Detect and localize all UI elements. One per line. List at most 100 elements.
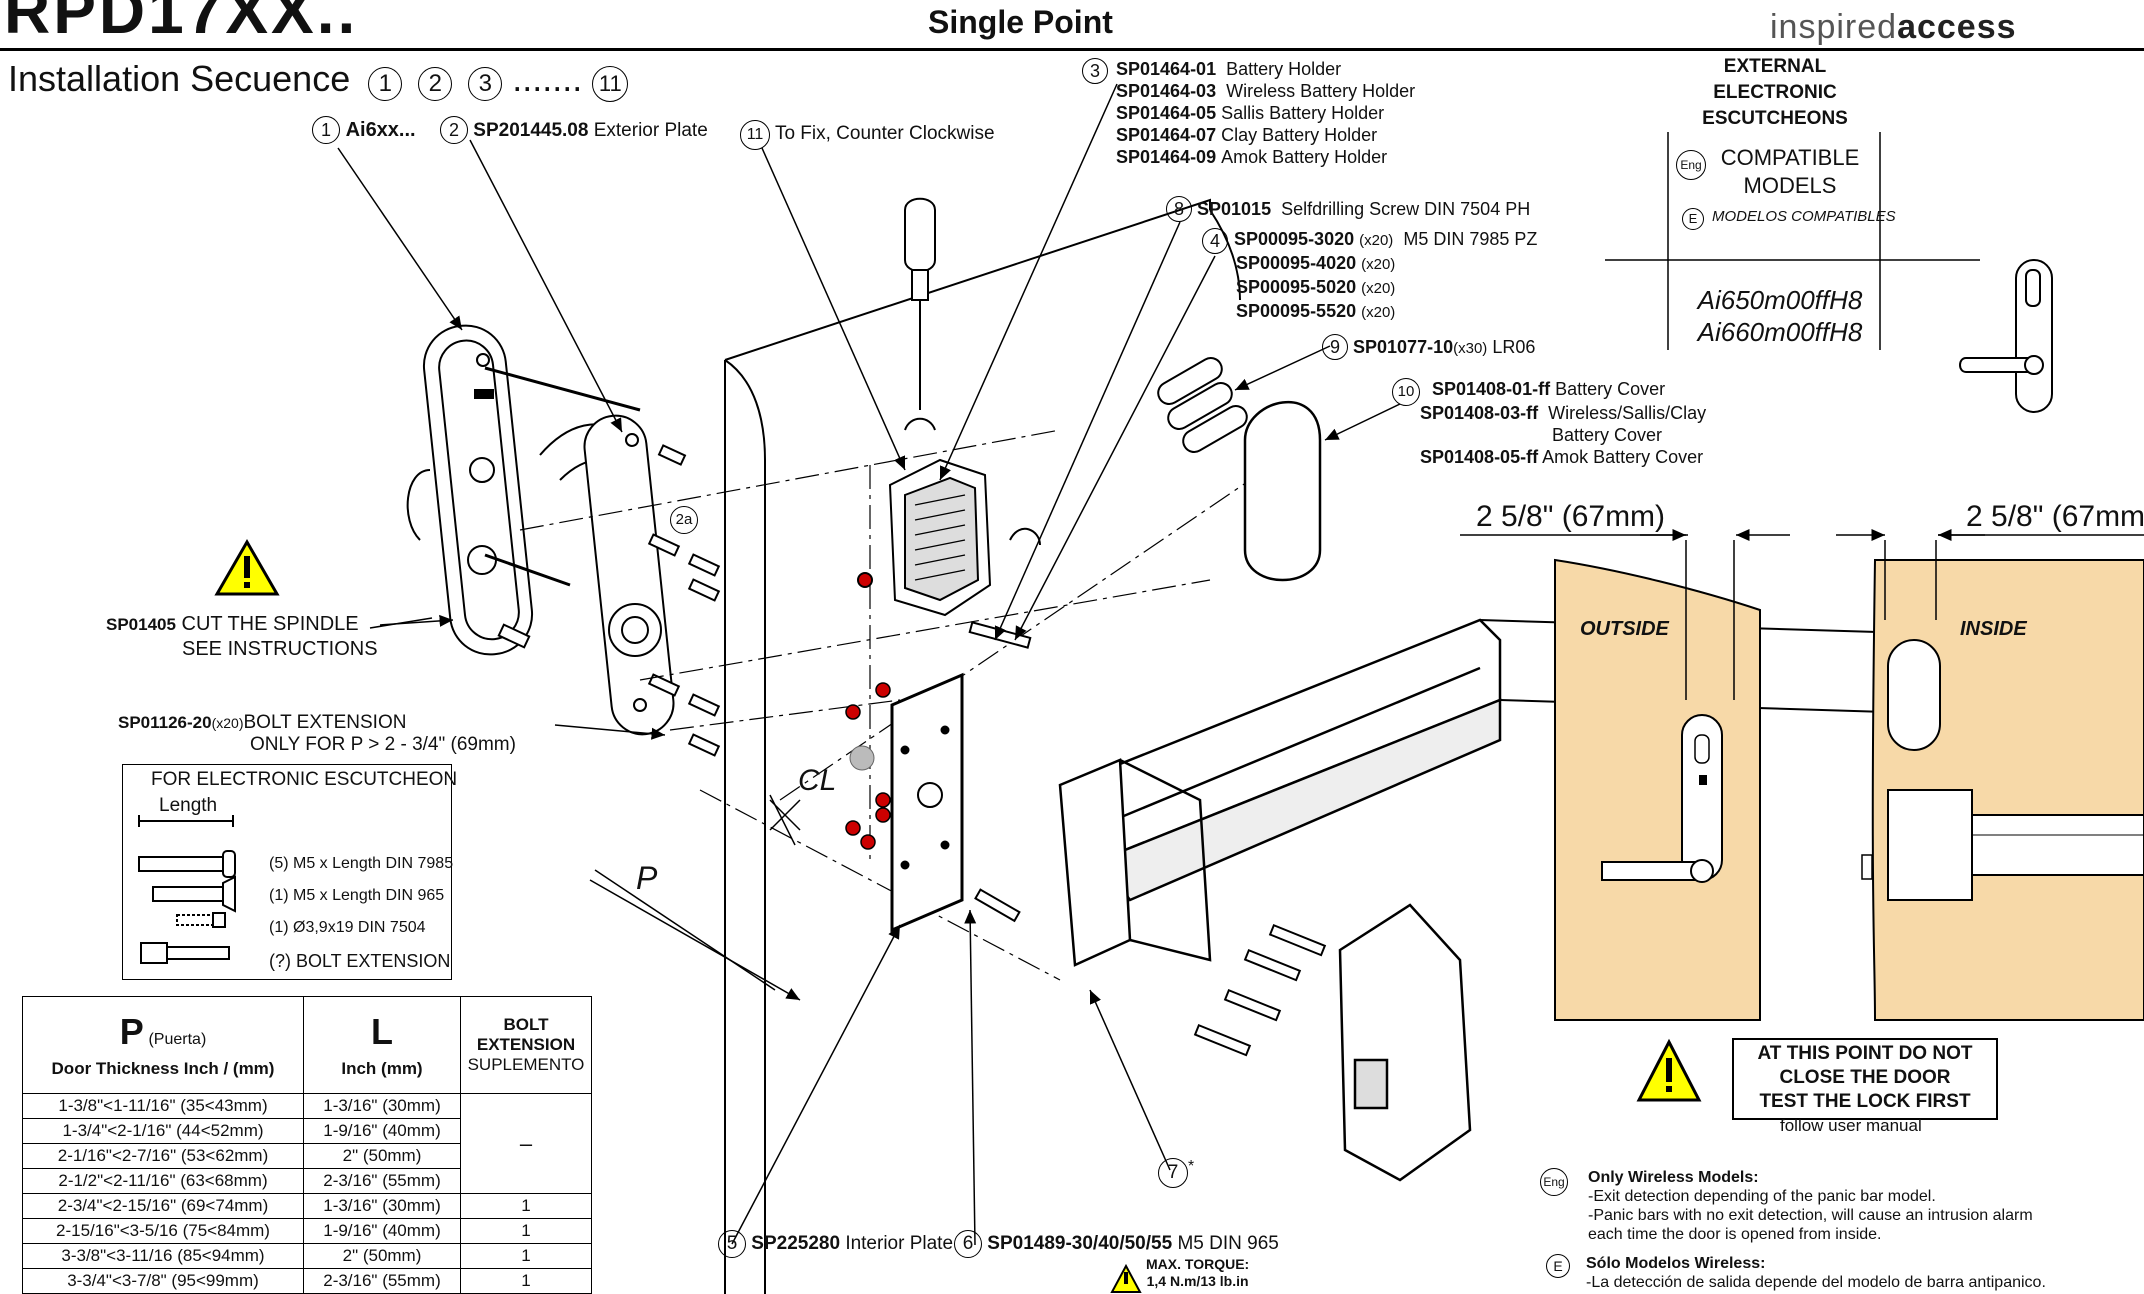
callout-number: 6 [954,1230,982,1258]
door-slab [724,198,1241,1294]
warning-icon [1636,1038,1702,1102]
bolt-qty: (x20) [211,715,244,731]
callout-line: SP00095-3020 (x20) M5 DIN 7985 PZ [1234,229,1538,249]
callout-line: SP01464-09 Amok Battery Holder [1116,147,1388,167]
spindle [484,366,641,587]
model-item: Ai650m00ffH8 [1697,285,1863,315]
warning-icon [1110,1263,1142,1293]
callout-number: 8 [1166,196,1192,222]
model-item: Ai660m00ffH8 [1697,317,1863,347]
callout-number: 3 [1082,58,1108,84]
callout-line: SP01464-01 Battery Holder [1116,59,1342,79]
inside-label: INSIDE [1960,618,2027,640]
header-p: P (Puerta) Door Thickness Inch / (mm) [22,996,304,1094]
notes-spanish: Sólo Modelos Wireless: -La detección de … [1586,1255,2046,1291]
cylinder-hole [849,745,875,771]
model-title: RPD17XX.. [4,0,359,47]
interior-plate [890,672,964,933]
leader-lines [337,83,1401,1246]
bolt-extension-callout: SP01126-20(x20)BOLT EXTENSION ONLY FOR P… [118,712,516,756]
callout-line: SP01408-03-ff Wireless/Sallis/Clay [1420,403,1707,423]
callout-6: 6 SP01489-30/40/50/55 M5 DIN 965 [954,1230,1279,1258]
bolt-code: SP01126-20 [118,713,212,732]
external-panel-title: EXTERNAL ELECTRONIC ESCUTCHEONS [1702,56,1848,129]
cl-label: CL [798,764,837,797]
callout-number: 1 [312,116,340,144]
callout-7: 7* [1158,1158,1195,1189]
compatible-models-list: Ai650m00ffH8 Ai660m00ffH8 [1690,284,1870,348]
battery-holder-module [857,458,1041,617]
torque-label: MAX. TORQUE: [1146,1256,1250,1272]
bolt-line-2: ONLY FOR P > 2 - 3/4" (69mm) [250,734,516,755]
warning-icon [214,538,280,596]
screwdriver [904,197,936,431]
callout-5: 5 SP225280 Interior Plate [718,1230,953,1258]
table-row: 2-3/4"<2-15/16" (69<74mm)1-3/16" (30mm)1 [22,1193,592,1219]
outside-label: OUTSIDE [1580,618,1669,640]
callout-line: Battery Cover [1552,425,1663,445]
centerline-symbol [769,799,801,831]
step-circle: 3 [468,67,503,101]
legend-item: (1) M5 x Length DIN 965 [269,887,445,904]
dim-label-left: 2 5/8" (67mm) [1476,500,1666,533]
notes-eng-tag: Eng [1540,1168,1568,1196]
legend-item: (5) M5 x Length DIN 7985 [269,855,454,872]
header-bolt: BOLT EXTENSION SUPLEMENTO [460,996,592,1094]
spindle-line-1: CUT THE SPINDLE [181,613,359,635]
callout-line: SP00095-4020 (x20) [1236,253,1396,273]
warning-box: AT THIS POINT DO NOT CLOSE THE DOOR TEST… [1732,1038,1998,1120]
installation-label: Installation Secuence [8,58,351,99]
callout-desc: LR06 [1492,337,1536,357]
callout-line: SP00095-5520 (x20) [1236,301,1396,321]
step-circle: 2 [418,67,453,101]
compatible-panel-lines [1605,132,1980,350]
callout-number: 11 [740,120,770,150]
callout-line: SP01464-05 Sallis Battery Holder [1116,103,1385,123]
table-row: 2-1/16"<2-7/16" (53<62mm)2" (50mm) [22,1143,592,1169]
mounting-screws-right [968,621,1327,1057]
outside-door-section [1554,540,1761,1021]
red-marks [845,682,891,850]
spindle-line-2: SEE INSTRUCTIONS [182,638,378,660]
header-rule [0,48,2144,51]
callout-number: 10 [1392,378,1420,406]
table-row: 3-3/4"<3-7/8" (95<99mm)2-3/16" (55mm)1 [22,1268,592,1294]
legend-title: FOR ELECTRONIC ESCUTCHEON [151,769,458,790]
diagram-title: Single Point [928,4,1113,40]
step-circle: 11 [592,66,629,102]
callout-number: 4 [1202,228,1228,254]
legend-item: (1) Ø3,9x19 DIN 7504 [269,919,426,936]
callout-number: 5 [718,1230,746,1258]
callout-desc: To Fix, Counter Clockwise [774,123,995,144]
callout-number: 7 [1158,1158,1188,1189]
bolt-line-1: BOLT EXTENSION [243,712,407,733]
spindle-leader [369,617,433,629]
callout-9: 9 SP01077-10(x30) LR06 [1322,334,1535,360]
step-circle: 1 [368,67,403,101]
battery-cover [1243,400,1322,582]
callout-number: 2a [670,506,698,534]
callout-code: SP01489-30/40/50/55 [987,1233,1173,1254]
es-tag: E [1682,208,1704,230]
callout-mark: * [1188,1158,1195,1175]
callout-desc: Selfdrilling Screw DIN 7504 PH [1281,199,1531,219]
brand-bold: access [1897,8,2017,46]
notes-es-tag: E [1546,1254,1570,1278]
electronic-escutcheon-legend: FOR ELECTRONIC ESCUTCHEON Length (5) M5 … [122,764,457,980]
door-thickness-table: P (Puerta) Door Thickness Inch / (mm) L … [22,996,592,1294]
table-row: 1-3/4"<2-1/16" (44<52mm)1-9/16" (40mm) [22,1118,592,1144]
header-l: L Inch (mm) [303,996,461,1094]
eng-tag: Eng [1676,150,1706,180]
end-cap [1338,903,1472,1182]
exterior-escutcheon [406,324,621,656]
spindle-code: SP01405 [106,615,176,634]
callout-2: 2 SP201445.08 Exterior Plate [440,116,708,144]
table-row: 2-1/2"<2-11/16" (63<68mm)2-3/16" (55mm) [22,1168,592,1194]
table-header-row: P (Puerta) Door Thickness Inch / (mm) L … [22,996,592,1094]
mounting-screws-left [497,444,721,757]
legend-length-label: Length [159,795,218,816]
warning-sub: follow user manual [1780,1116,1922,1135]
compatible-models-heading: COMPATIBLE MODELS [1720,145,1860,198]
batteries [1157,356,1248,453]
callout-code: SP01077-10 [1353,337,1454,357]
